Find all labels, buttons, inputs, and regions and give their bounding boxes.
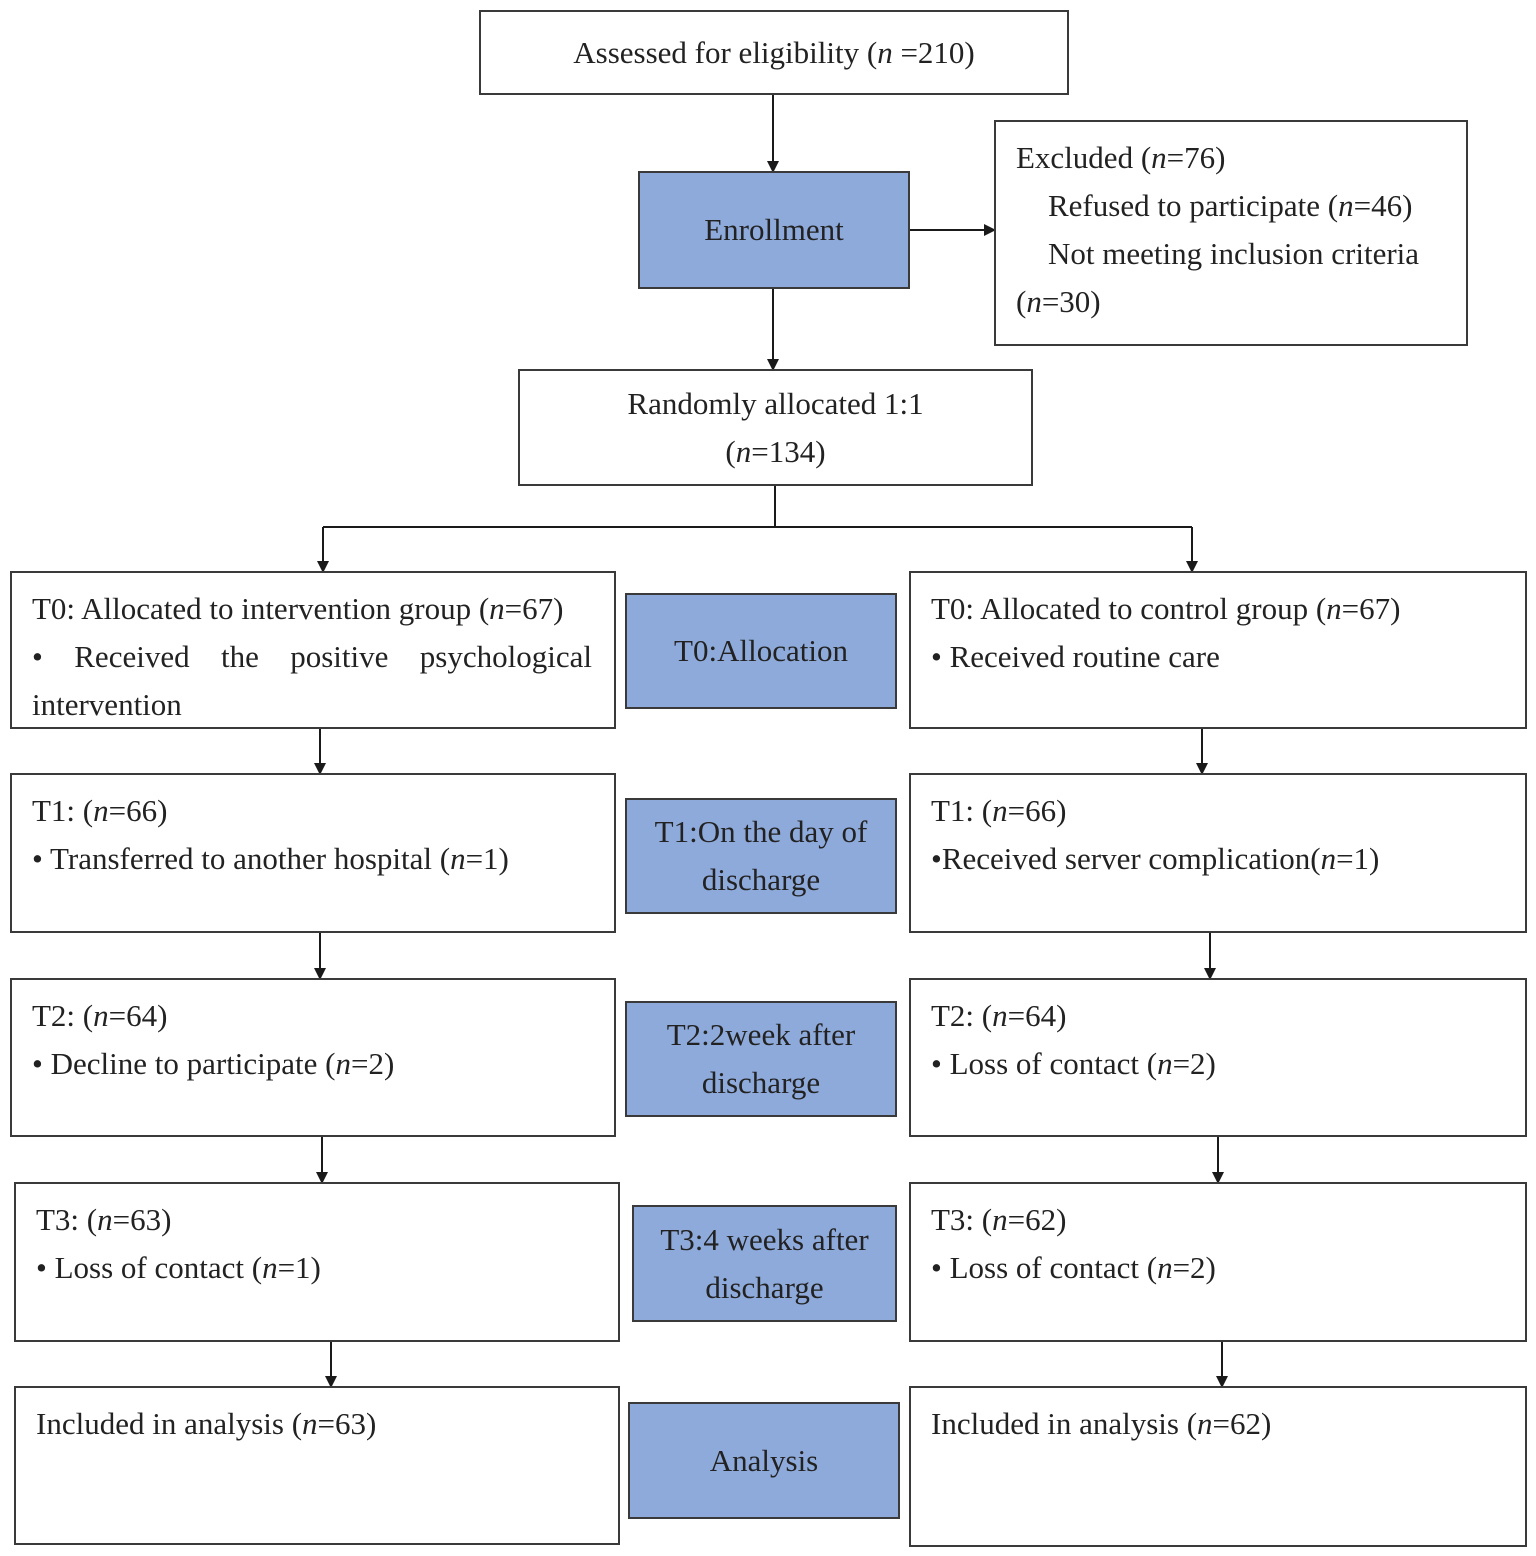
control-t0-bullet: • Received routine care xyxy=(931,639,1220,674)
intervention-t0-title: T0: Allocated to intervention group (n=6… xyxy=(32,591,564,626)
control-t3-title: T3: (n=62) xyxy=(931,1202,1067,1237)
intervention-analysis-box: Included in analysis (n=63) xyxy=(14,1386,620,1545)
enrollment-stage: Enrollment xyxy=(638,171,910,289)
control-t1-bullet: •Received server complication(n=1) xyxy=(931,841,1380,876)
excluded-refused: Refused to participate (n=46) xyxy=(1048,188,1413,223)
control-t2-box: T2: (n=64) • Loss of contact (n=2) xyxy=(909,978,1527,1137)
randomization-label: Randomly allocated 1:1 xyxy=(627,385,924,421)
intervention-t1-bullet: • Transferred to another hospital (n=1) xyxy=(32,841,509,876)
intervention-t2-title: T2: (n=64) xyxy=(32,998,168,1033)
control-analysis-box: Included in analysis (n=62) xyxy=(909,1386,1527,1547)
control-t2-title: T2: (n=64) xyxy=(931,998,1067,1033)
intervention-t1-title: T1: (n=66) xyxy=(32,793,168,828)
eligibility-text: Assessed for eligibility (n =210) xyxy=(573,34,975,70)
eligibility-box: Assessed for eligibility (n =210) xyxy=(479,10,1069,95)
stage-t0-allocation: T0:Allocation xyxy=(625,593,897,709)
intervention-t3-bullet: • Loss of contact (n=1) xyxy=(36,1250,321,1285)
control-t0-box: T0: Allocated to control group (n=67) • … xyxy=(909,571,1527,729)
intervention-t1-box: T1: (n=66) • Transferred to another hosp… xyxy=(10,773,616,933)
excluded-criteria-count: (n=30) xyxy=(1016,284,1101,319)
intervention-t0-box: T0: Allocated to intervention group (n=6… xyxy=(10,571,616,729)
stage-t0-label: T0:Allocation xyxy=(674,633,848,668)
intervention-t3-box: T3: (n=63) • Loss of contact (n=1) xyxy=(14,1182,620,1342)
control-t3-bullet: • Loss of contact (n=2) xyxy=(931,1250,1216,1285)
intervention-t0-bullet: • Received the positive psychological xyxy=(32,639,592,674)
control-t3-box: T3: (n=62) • Loss of contact (n=2) xyxy=(909,1182,1527,1342)
control-t1-title: T1: (n=66) xyxy=(931,793,1067,828)
excluded-criteria: Not meeting inclusion criteria xyxy=(1048,236,1420,271)
enrollment-label: Enrollment xyxy=(704,212,844,247)
intervention-t0-bullet-cont: intervention xyxy=(32,687,182,722)
intervention-analysis-text: Included in analysis (n=63) xyxy=(36,1406,377,1441)
intervention-t2-box: T2: (n=64) • Decline to participate (n=2… xyxy=(10,978,616,1137)
stage-analysis-label: Analysis xyxy=(709,1442,819,1478)
control-t1-box: T1: (n=66) •Received server complication… xyxy=(909,773,1527,933)
stage-analysis: Analysis xyxy=(628,1402,900,1519)
intervention-t3-title: T3: (n=63) xyxy=(36,1202,172,1237)
randomization-box: Randomly allocated 1:1 (n=134) xyxy=(518,369,1033,486)
intervention-t2-bullet: • Decline to participate (n=2) xyxy=(32,1046,395,1081)
control-t2-bullet: • Loss of contact (n=2) xyxy=(931,1046,1216,1081)
excluded-total: Excluded (n=76) xyxy=(1016,140,1226,175)
control-analysis-text: Included in analysis (n=62) xyxy=(931,1406,1272,1441)
randomization-count: (n=134) xyxy=(725,433,826,469)
excluded-box: Excluded (n=76) Refused to participate (… xyxy=(994,120,1468,346)
control-t0-title: T0: Allocated to control group (n=67) xyxy=(931,591,1401,626)
